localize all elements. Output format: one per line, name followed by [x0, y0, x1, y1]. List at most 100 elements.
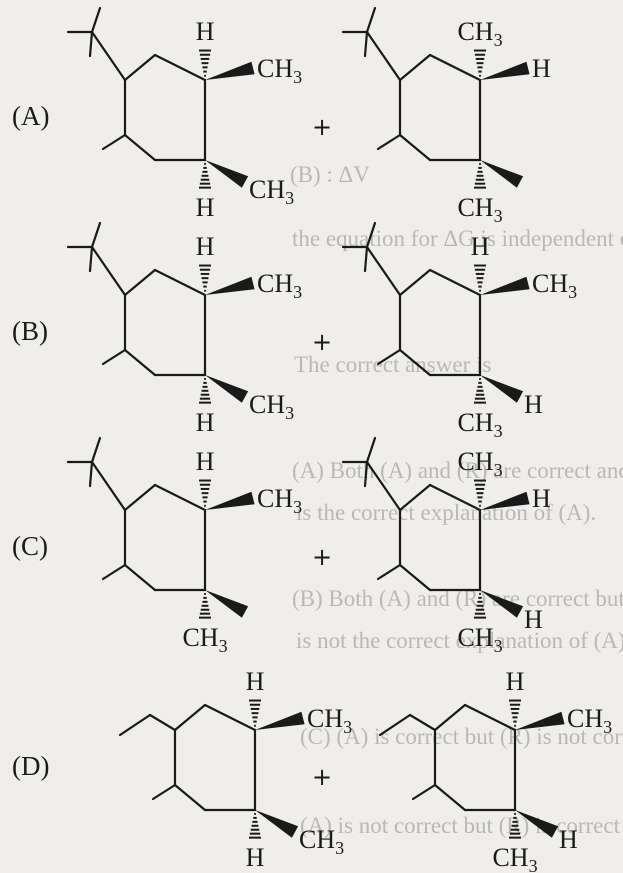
background-text: (B) : ΔV: [290, 162, 370, 187]
methyl-bond: [101, 133, 127, 151]
right-lower-right-label: H: [559, 825, 578, 854]
tbu-methyl-bond: [363, 245, 369, 273]
methyl-bond: [376, 348, 402, 366]
wedge-bond-lower: [205, 590, 249, 618]
wedge-bond-lower: [480, 590, 524, 618]
ring-bond: [428, 53, 482, 82]
ring-bond: [123, 133, 157, 162]
hash-bond-up: [199, 264, 211, 292]
hash-bond-down: [474, 162, 486, 189]
tbu-methyl-bond: [365, 436, 377, 464]
wedge-bond-right: [480, 491, 530, 510]
wedge-bond-lower: [255, 810, 299, 838]
methyl-bond: [101, 563, 127, 581]
right-right-label: CH3: [532, 269, 577, 302]
left-top-label: H: [196, 232, 215, 261]
tbu-bond: [365, 460, 402, 512]
wedge-bond-right: [480, 61, 530, 80]
left-bottom-label: H: [196, 408, 215, 437]
hash-bond-up: [474, 49, 486, 77]
ring-bond: [153, 268, 207, 297]
right-top-label: CH3: [457, 17, 502, 50]
hash-bond-down: [199, 377, 211, 404]
tbu-bond: [90, 460, 127, 512]
tbu-methyl-bond: [363, 30, 369, 58]
option-label: (D): [12, 751, 49, 781]
hash-bond-down: [249, 812, 261, 839]
wedge-bond-right: [205, 61, 255, 80]
ring-bond: [123, 268, 157, 297]
left-lower-right-label: CH3: [249, 175, 294, 208]
wedge-bond-lower: [205, 160, 249, 188]
tbu-methyl-bond: [363, 460, 369, 488]
background-text: The correct answer is: [294, 352, 491, 377]
hash-bond-up: [474, 264, 486, 292]
wedge-bond-right: [205, 276, 255, 295]
hash-bond-up: [199, 479, 211, 507]
right-top-label: H: [506, 667, 525, 696]
methyl-bond: [376, 133, 402, 151]
right-right-label: H: [532, 484, 551, 513]
tbu-bond: [365, 245, 402, 297]
ring-bond: [123, 483, 157, 512]
tbu-methyl-bond: [365, 221, 377, 249]
hash-bond-up: [509, 699, 521, 727]
option-label: (C): [12, 531, 48, 561]
ring-bond: [123, 563, 157, 592]
ring-bond: [433, 783, 467, 812]
right-top-label: H: [471, 232, 490, 261]
left-bottom-label: H: [196, 193, 215, 222]
right-bottom-label: CH3: [492, 843, 537, 873]
wedge-bond-lower: [205, 375, 249, 403]
background-text: is not the correct explanation of (A).: [296, 628, 623, 653]
methyl-bond: [411, 783, 437, 801]
ring-bond: [428, 483, 482, 512]
hash-bond-up: [474, 479, 486, 507]
tbu-methyl-bond: [88, 30, 94, 58]
left-top-label: H: [196, 17, 215, 46]
plus-sign: +: [312, 113, 332, 141]
tbu-methyl-bond: [365, 6, 377, 34]
left-right-label: CH3: [307, 704, 352, 737]
wedge-bond-lower: [515, 810, 559, 838]
hash-bond-down: [474, 377, 486, 404]
option-label: (B): [12, 316, 48, 346]
left-top-label: H: [196, 447, 215, 476]
ring-bond: [173, 783, 207, 812]
tbu-bond: [365, 30, 402, 82]
ring-bond: [398, 268, 432, 297]
ring-bond: [398, 133, 432, 162]
ring-bond: [398, 563, 432, 592]
tbu-methyl-bond: [90, 6, 102, 34]
ring-bond: [153, 53, 207, 82]
ring-bond: [398, 53, 432, 82]
plus-sign: +: [312, 328, 332, 356]
hash-bond-down: [509, 812, 521, 839]
tbu-bond: [90, 245, 127, 297]
ethyl-bond: [148, 713, 177, 732]
tbu-methyl-bond: [90, 436, 102, 464]
left-bottom-label: CH3: [182, 623, 227, 656]
right-right-label: CH3: [567, 704, 612, 737]
methyl-bond: [151, 783, 177, 801]
tbu-methyl-bond: [88, 460, 94, 488]
plus-sign: +: [312, 763, 332, 791]
ethyl-bond: [118, 713, 152, 737]
hash-bond-up: [249, 699, 261, 727]
hash-bond-down: [199, 162, 211, 189]
ring-bond: [173, 703, 207, 732]
hash-bond-down: [474, 592, 486, 619]
wedge-bond-lower: [480, 160, 524, 188]
wedge-bond-right: [480, 276, 530, 295]
ring-bond: [153, 483, 207, 512]
ethyl-bond: [378, 713, 412, 737]
methyl-bond: [101, 348, 127, 366]
